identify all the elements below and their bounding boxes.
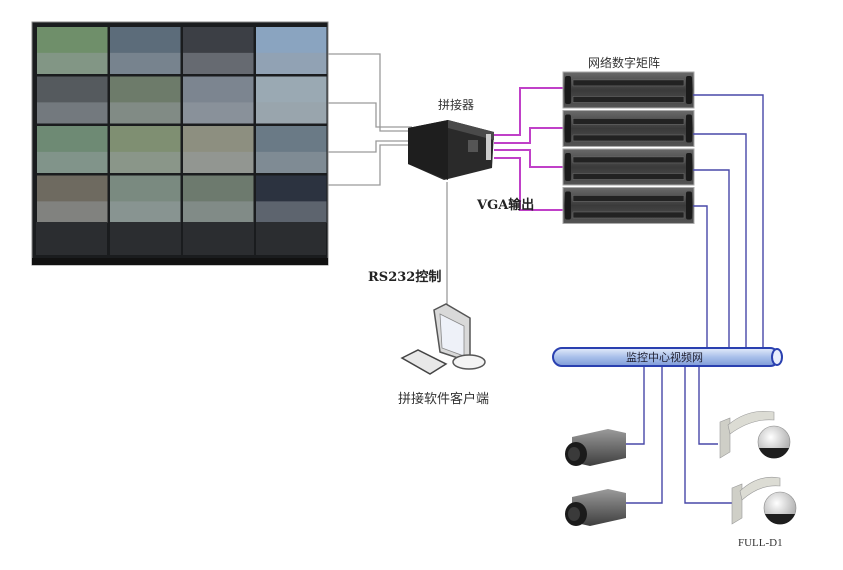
- full-d1-label: FULL-D1: [738, 537, 783, 549]
- video-tile: [37, 76, 108, 124]
- video-tile: [256, 76, 327, 124]
- vga-wire: [494, 157, 566, 211]
- video-tile: [256, 175, 327, 223]
- wall-wire: [328, 144, 412, 186]
- video-tile: [110, 27, 181, 74]
- wall-wire: [328, 102, 412, 128]
- video-tile-road: [256, 201, 327, 223]
- video-tile-road: [110, 151, 181, 173]
- video-tile-road: [37, 201, 108, 223]
- net-wire: [684, 367, 732, 504]
- video-tile-road: [183, 201, 254, 223]
- video-tile-road: [37, 102, 108, 124]
- net-wire: [693, 169, 730, 350]
- network-pipe: [552, 347, 783, 367]
- matrix-rack-unit: [562, 110, 695, 147]
- network-label: 监控中心视频网: [626, 351, 703, 364]
- vga-wire: [494, 127, 566, 144]
- video-tile: [256, 27, 327, 74]
- client-computer: [400, 303, 486, 375]
- lower-panels: [32, 222, 328, 265]
- video-tile: [110, 126, 181, 173]
- net-wire: [625, 367, 645, 445]
- net-wire: [693, 205, 708, 350]
- matrix-racks: [562, 71, 695, 224]
- video-tiles: [37, 27, 327, 223]
- rs232-label: RS232控制: [368, 270, 442, 285]
- video-tile: [183, 175, 254, 223]
- splicer: [408, 120, 494, 180]
- video-tile: [183, 126, 254, 173]
- video-tile: [110, 76, 181, 124]
- video-tile-road: [110, 52, 181, 74]
- vga-wire: [494, 149, 566, 168]
- wall-wires: [328, 53, 412, 186]
- vga-wires: [494, 87, 566, 211]
- video-tile: [256, 126, 327, 173]
- video-tile-road: [37, 151, 108, 173]
- video-tile: [37, 27, 108, 74]
- wall-wire: [328, 53, 412, 132]
- video-tile: [183, 27, 254, 74]
- matrix-rack-unit: [562, 71, 695, 109]
- video-tile: [37, 175, 108, 223]
- net-wire: [698, 367, 718, 445]
- matrix-net-wires: [693, 94, 764, 350]
- video-tile: [110, 175, 181, 223]
- net-wire: [693, 94, 764, 350]
- video-tile-road: [110, 201, 181, 223]
- net-wire: [625, 367, 663, 504]
- video-tile-road: [256, 102, 327, 124]
- video-tile-road: [183, 102, 254, 124]
- video-tile-road: [110, 102, 181, 124]
- splicer-label: 拼接器: [438, 98, 475, 112]
- video-tile-road: [256, 151, 327, 173]
- client-label: 拼接软件客户端: [398, 392, 490, 407]
- matrix-rack-unit: [562, 148, 695, 186]
- net-wire: [693, 133, 747, 350]
- camera-wires: [625, 367, 732, 504]
- matrix-label: 网络数字矩阵: [588, 56, 661, 70]
- vga-wire: [494, 87, 566, 136]
- video-tile-road: [183, 52, 254, 74]
- wall-wire: [328, 140, 412, 153]
- matrix-rack-unit: [562, 187, 695, 224]
- video-tile: [37, 126, 108, 173]
- video-tile-road: [183, 151, 254, 173]
- video-tile: [183, 76, 254, 124]
- video-tile-road: [37, 52, 108, 74]
- video-tile-road: [256, 52, 327, 74]
- vga-output-label: VGA输出: [477, 198, 535, 213]
- video-wall: [31, 21, 329, 266]
